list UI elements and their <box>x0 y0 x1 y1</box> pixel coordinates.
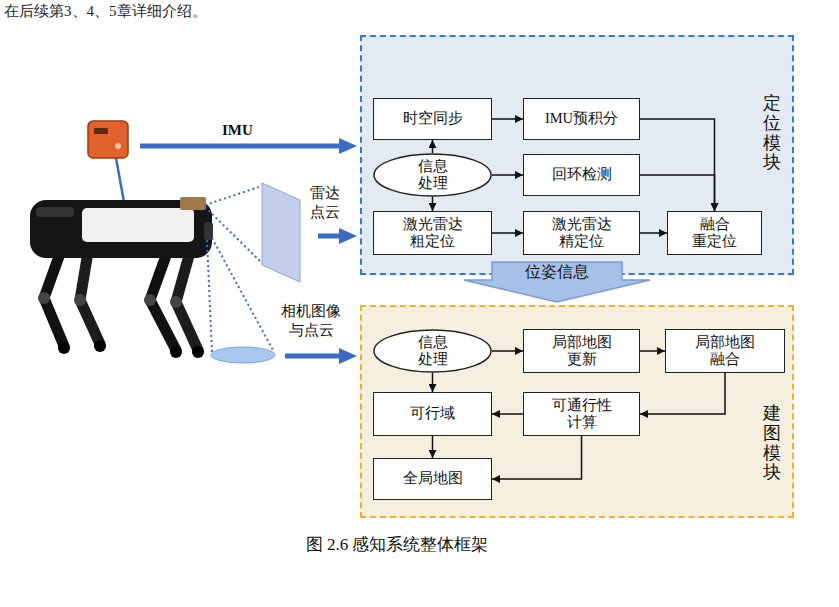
lidar-ray <box>205 207 262 263</box>
box-label: 可行域 <box>410 405 455 422</box>
module-region: 建图模块 信息 处理 局部地图 更新 局部地图 融合可行域 可通行性 计算全局地图 <box>360 305 794 518</box>
imu-led <box>115 143 121 149</box>
robot-foot <box>94 340 106 352</box>
connector <box>492 350 523 352</box>
box-label: 可通行性 计算 <box>552 397 612 432</box>
camera-ray <box>207 240 212 352</box>
arrow-label: 位姿信息 <box>525 262 589 282</box>
connector <box>432 140 434 153</box>
box-label: 局部地图 融合 <box>695 334 755 369</box>
annotation-label: IMU <box>222 121 253 140</box>
camera-arrow <box>285 354 341 359</box>
connector <box>432 197 434 211</box>
box-label: 激光雷达 粗定位 <box>403 216 463 251</box>
connector <box>640 119 715 211</box>
camera-sensor <box>204 222 213 240</box>
connector <box>492 436 582 479</box>
figure-caption: 图 2.6 感知系统整体框架 <box>0 533 794 556</box>
sensor-fields <box>205 183 300 363</box>
box-label: 激光雷达 精定位 <box>552 216 612 251</box>
imu-body <box>88 121 128 158</box>
module-title: 建图模块 <box>763 404 781 483</box>
process-ellipse: 信息 处理 <box>373 329 492 373</box>
process-ellipse: 信息 处理 <box>373 153 492 197</box>
robot-knee <box>144 294 156 306</box>
process-box: 局部地图 融合 <box>665 329 785 373</box>
box-label: 信息 处理 <box>418 334 448 367</box>
camera-arrowhead <box>339 348 357 364</box>
process-box: 局部地图 更新 <box>523 329 640 373</box>
process-box: IMU预积分 <box>523 98 640 140</box>
block-arrow: 位姿信息 <box>462 261 652 303</box>
robot-foot <box>192 346 204 358</box>
lidar-sensor <box>180 197 206 210</box>
process-box: 融合 重定位 <box>667 211 762 255</box>
connector <box>640 175 715 211</box>
process-box: 激光雷达 精定位 <box>523 211 640 255</box>
lidar-arrowhead <box>339 228 357 244</box>
connector <box>432 436 434 458</box>
process-box: 全局地图 <box>373 458 492 500</box>
imu-device <box>88 121 128 202</box>
connector <box>432 373 434 392</box>
connector <box>640 350 665 352</box>
robot-foot <box>58 342 70 354</box>
lidar-arrow <box>318 234 341 239</box>
imu-connector <box>94 128 108 134</box>
box-label: 全局地图 <box>403 470 463 487</box>
imu-arrowhead <box>339 138 357 154</box>
annotation-label: 雷达 点云 <box>310 184 340 222</box>
annotation-label: 相机图像 与点云 <box>281 302 341 340</box>
robot-knee <box>74 294 86 306</box>
module-title: 定位模块 <box>763 94 781 173</box>
process-box: 时空同步 <box>373 98 492 140</box>
robot-dog <box>30 197 213 358</box>
box-label: 回环检测 <box>552 166 612 183</box>
annotation-label: 在后续第3、4、5章详细介绍。 <box>4 2 207 21</box>
connector <box>492 413 523 415</box>
imu-arrow <box>140 144 341 149</box>
connector <box>492 232 523 234</box>
imu-wire <box>116 158 124 202</box>
box-label: 时空同步 <box>403 110 463 127</box>
lidar-plane <box>262 183 300 282</box>
robot-knee <box>38 292 50 304</box>
module-region: 定位模块 时空同步 IMU预积分信息 处理 回环检测激光雷达 粗定位 激光雷达 精定位 融… <box>360 35 794 275</box>
robot-foot <box>170 346 182 358</box>
process-box: 可通行性 计算 <box>523 392 640 436</box>
box-label: 局部地图 更新 <box>552 334 612 369</box>
process-box: 激光雷达 粗定位 <box>373 211 492 255</box>
box-label: 信息 处理 <box>418 158 448 191</box>
process-box: 可行域 <box>373 392 492 436</box>
input-arrows <box>140 138 357 364</box>
connector <box>492 118 523 120</box>
camera-footprint <box>211 347 275 363</box>
connector <box>492 174 523 176</box>
robot-handle <box>36 207 74 217</box>
robot-panel <box>82 208 194 242</box>
connector <box>640 373 725 414</box>
box-label: 融合 重定位 <box>692 216 737 251</box>
box-label: IMU预积分 <box>545 110 618 127</box>
process-box: 回环检测 <box>523 154 640 196</box>
robot-knee <box>170 296 182 308</box>
camera-ray <box>212 238 274 352</box>
lidar-ray <box>205 186 262 205</box>
arrow-shape <box>464 262 650 302</box>
ellipse-shape <box>374 330 491 372</box>
connector <box>640 232 667 234</box>
ellipse-shape <box>374 154 491 196</box>
